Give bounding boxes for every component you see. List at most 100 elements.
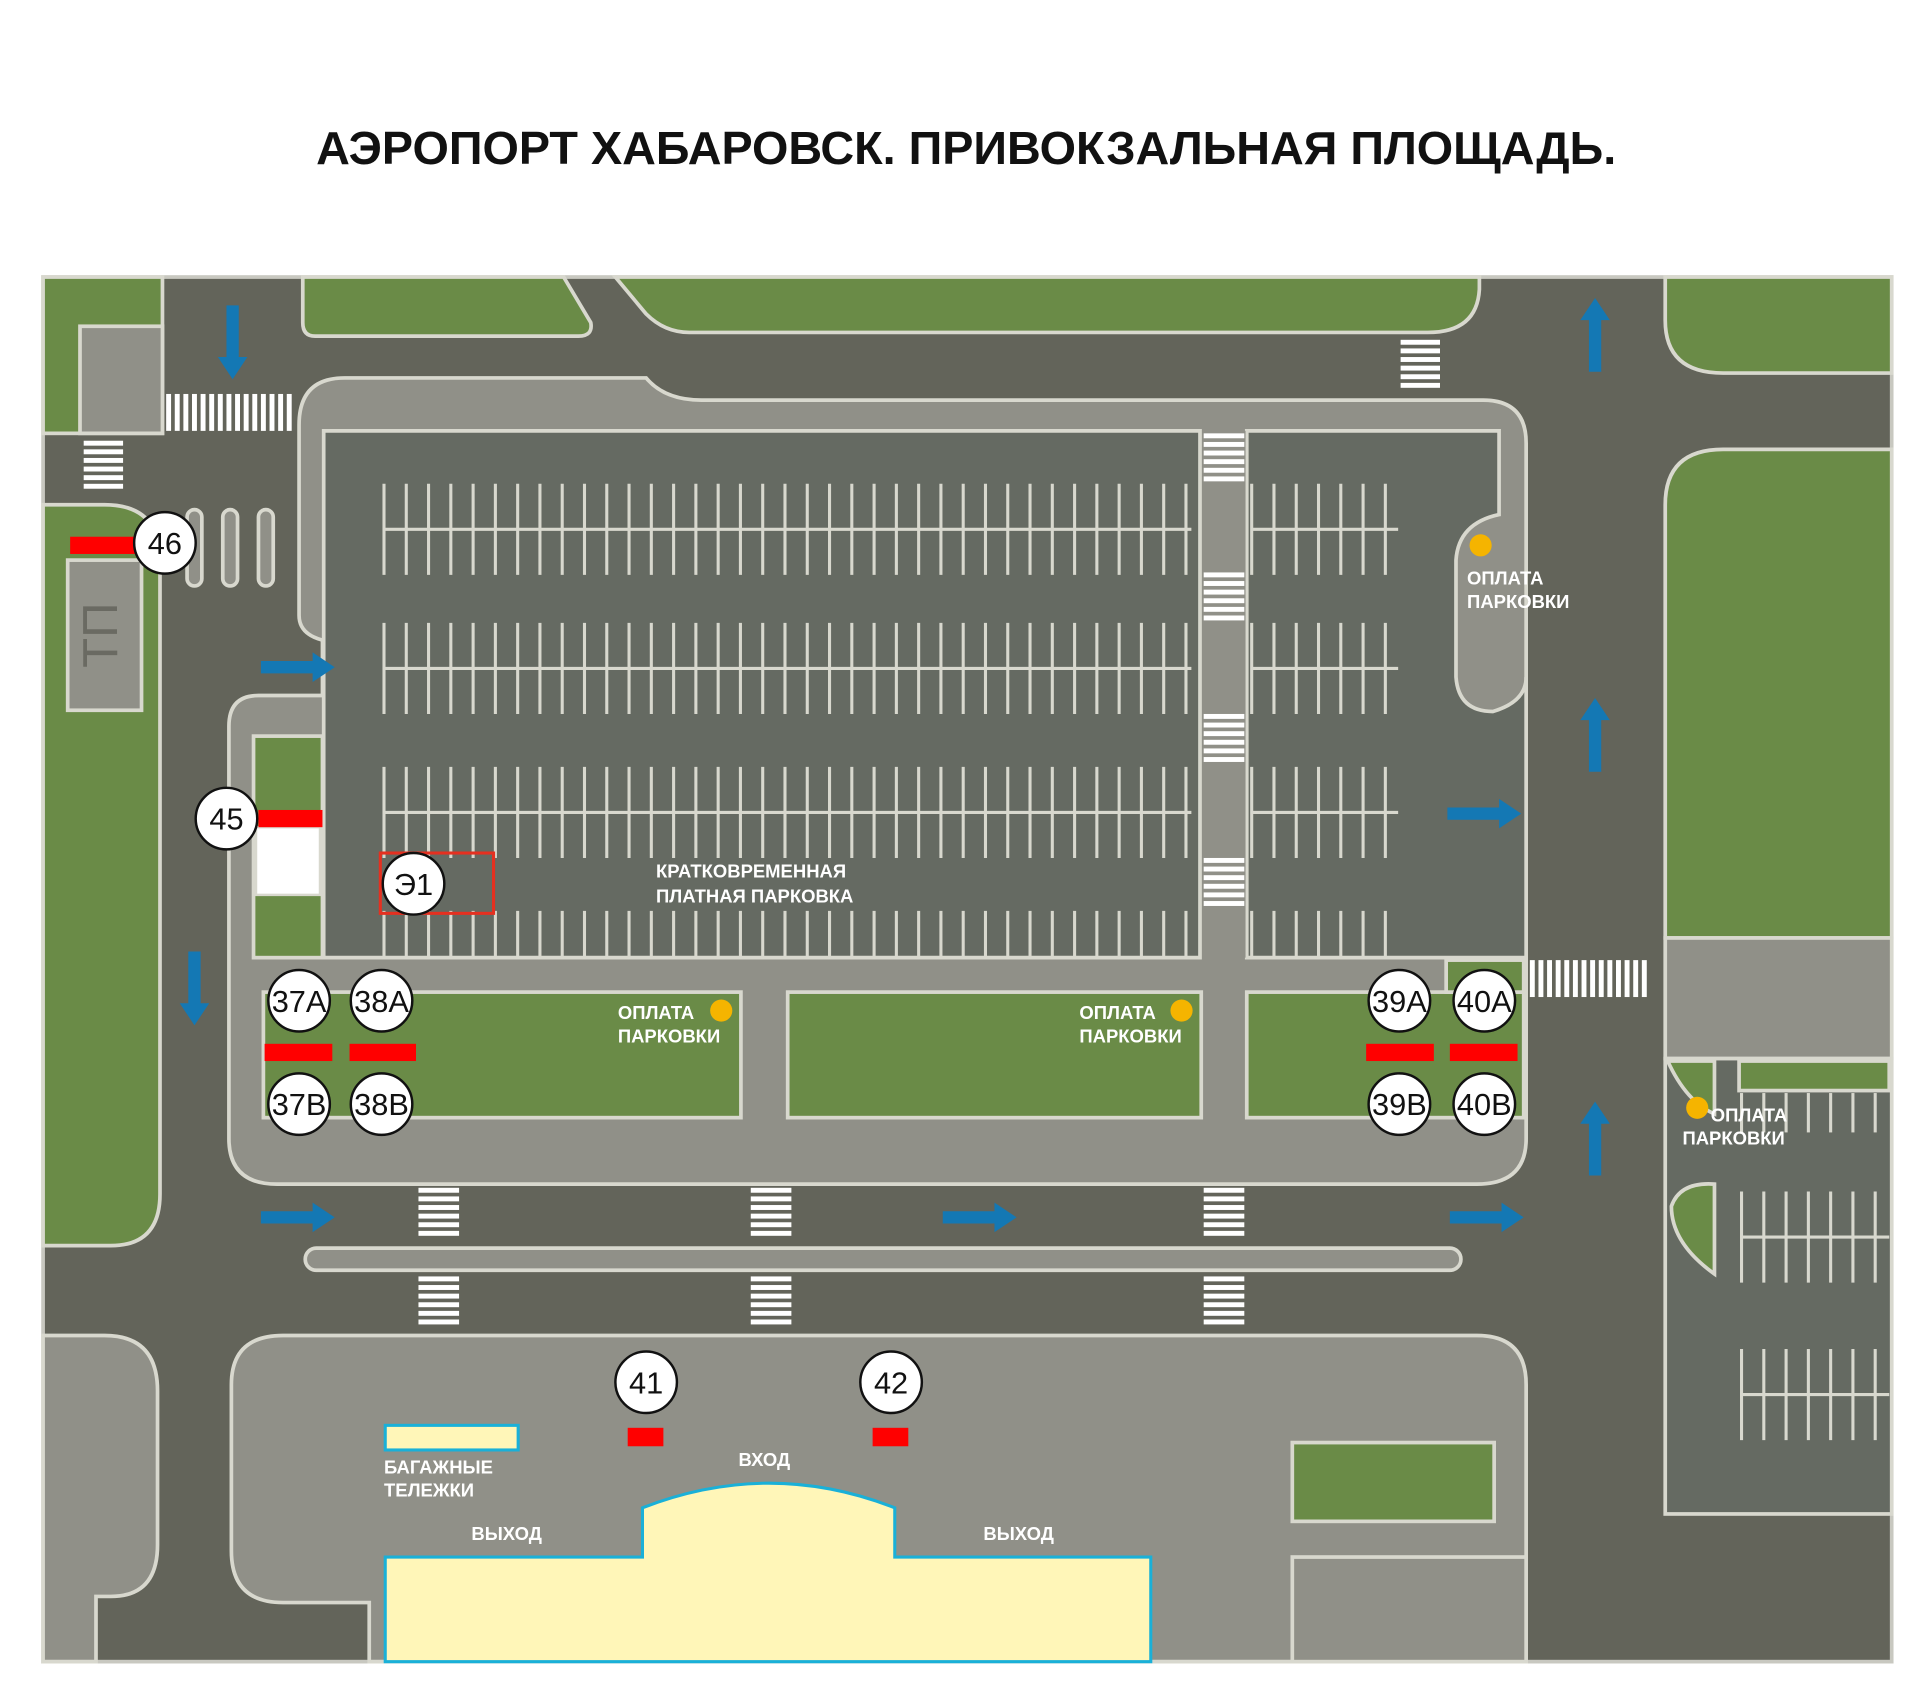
crosswalk-stripe	[750, 1213, 792, 1219]
stop-38А[interactable]: 38А	[349, 968, 414, 1033]
tp-label: ТП	[73, 602, 128, 667]
crosswalk-stripe	[1400, 348, 1440, 354]
crosswalk-stripe	[750, 1222, 792, 1228]
crosswalk-stripe	[1203, 739, 1245, 745]
stop-marker	[627, 1427, 664, 1447]
stop-42[interactable]: 42	[859, 1350, 924, 1415]
crosswalk-stripe	[1203, 433, 1245, 439]
payment-label-line1: ОПЛАТА	[1467, 568, 1543, 589]
crosswalk-stripe	[83, 449, 124, 455]
stop-39А[interactable]: 39А	[1367, 968, 1432, 1033]
stop-46[interactable]: 46	[132, 510, 197, 575]
crosswalk-stripe	[1203, 892, 1245, 898]
exit-label-left: ВЫХОД	[471, 1523, 541, 1544]
green-area	[300, 275, 593, 338]
green-area	[1669, 1182, 1717, 1278]
stop-marker	[258, 809, 323, 828]
stop-37В[interactable]: 37В	[267, 1072, 332, 1137]
stop-41[interactable]: 41	[614, 1350, 679, 1415]
crosswalk-stripe	[750, 1310, 792, 1316]
stop-37А[interactable]: 37А	[267, 968, 332, 1033]
crosswalk-stripe	[1203, 459, 1245, 465]
green-area	[785, 990, 1204, 1120]
stop-marker	[1449, 1043, 1518, 1062]
terminal-building	[383, 1481, 1153, 1664]
crosswalk-stripe	[183, 393, 189, 431]
crosswalk-stripe	[252, 393, 258, 431]
payment-label-line2: ПАРКОВКИ	[1682, 1128, 1784, 1149]
map-area: ТП КРАТКОВРЕМЕННАЯ ПЛАТНАЯ ПАРКОВКА ОПЛА…	[41, 275, 1894, 1664]
crosswalk-stripe	[1203, 1319, 1245, 1325]
stop-number: 40А	[1457, 984, 1512, 1019]
arrow-right-icon	[1449, 1202, 1524, 1233]
crosswalk-stripe	[418, 1293, 460, 1299]
stop-40В[interactable]: 40В	[1452, 1072, 1517, 1137]
baggage-carts-area	[383, 1423, 520, 1452]
payment-dot-icon	[710, 999, 733, 1022]
crosswalk-stripe	[260, 393, 266, 431]
arrow-right-icon	[260, 1202, 335, 1233]
crosswalk-stripe	[750, 1230, 792, 1236]
stop-Э1[interactable]: Э1	[381, 851, 446, 916]
green-area	[1663, 447, 1894, 940]
white-box	[254, 825, 322, 897]
crosswalk-stripe	[1400, 357, 1440, 362]
crosswalk-stripe	[1203, 581, 1245, 586]
stop-marker	[70, 536, 136, 554]
crosswalk-stripe	[1547, 960, 1552, 998]
crosswalk-stripe	[1616, 960, 1621, 998]
tp-building	[65, 558, 144, 713]
crosswalk-stripe	[1400, 339, 1440, 345]
crosswalk-stripe	[1203, 615, 1245, 621]
stop-marker	[1366, 1043, 1434, 1062]
crosswalk-stripe	[1203, 467, 1245, 473]
stop-39В[interactable]: 39В	[1367, 1072, 1432, 1137]
payment-label-line1: ОПЛАТА	[618, 1002, 694, 1023]
crosswalk-stripe	[418, 1213, 460, 1219]
arrow-down-icon	[179, 951, 210, 1026]
crosswalk-stripe	[1203, 598, 1245, 604]
crosswalk-stripe	[200, 393, 206, 431]
stop-38В[interactable]: 38В	[349, 1072, 414, 1137]
entrance-label: ВХОД	[738, 1449, 790, 1470]
stop-45[interactable]: 45	[194, 786, 259, 851]
crosswalk-stripe	[1203, 1276, 1245, 1282]
green-area	[1663, 275, 1894, 375]
stop-40А[interactable]: 40А	[1452, 968, 1517, 1033]
crosswalk-stripe	[1203, 722, 1245, 728]
crosswalk-stripe	[269, 393, 275, 431]
markings	[83, 339, 1890, 1441]
crosswalk-stripe	[1400, 382, 1440, 388]
stop-number: 37В	[272, 1087, 327, 1122]
arrow-right-icon	[1447, 798, 1522, 829]
crosswalk-stripe	[83, 475, 124, 481]
crosswalk-stripe	[418, 1319, 460, 1325]
crosswalk-stripe	[1203, 901, 1245, 906]
crosswalk-stripe	[1203, 589, 1245, 595]
arrow-down-icon	[217, 305, 248, 380]
crosswalk-stripe	[1203, 1293, 1245, 1299]
crosswalk-stripe	[83, 440, 124, 446]
crosswalk-stripe	[418, 1310, 460, 1316]
crosswalk-stripe	[1607, 960, 1613, 998]
page-title: АЭРОПОРТ ХАБАРОВСК. ПРИВОКЗАЛЬНАЯ ПЛОЩАД…	[316, 122, 1616, 174]
payment-dot-icon	[1686, 1096, 1709, 1119]
crosswalk-stripe	[1641, 960, 1647, 998]
crosswalk-stripe	[1203, 1187, 1245, 1193]
crosswalk-stripe	[750, 1205, 792, 1210]
crosswalk-stripe	[750, 1187, 792, 1193]
crosswalk-stripe	[1203, 1222, 1245, 1228]
crosswalk-stripe	[192, 393, 197, 431]
crosswalk-stripe	[750, 1196, 792, 1202]
baggage-label-line1: БАГАЖНЫЕ	[384, 1456, 493, 1477]
crosswalk-stripe	[418, 1222, 460, 1228]
payment-dot-icon	[1170, 999, 1193, 1022]
crosswalk-stripe	[1203, 757, 1245, 762]
crosswalk-stripe	[418, 1285, 460, 1290]
crosswalk-stripe	[1203, 875, 1245, 881]
crosswalk-stripe	[1203, 1230, 1245, 1236]
crosswalk-stripe	[1529, 960, 1535, 998]
crosswalk-stripe	[217, 393, 223, 431]
stop-number: 38А	[354, 984, 409, 1019]
